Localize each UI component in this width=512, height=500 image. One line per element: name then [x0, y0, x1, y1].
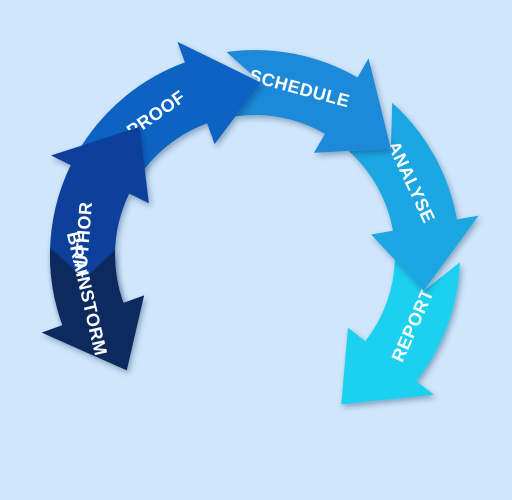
arrow-shape-brainstorm [41, 247, 145, 371]
arrow-schedule: SCHEDULE [226, 50, 391, 153]
arrow-shape-report [341, 259, 460, 405]
arrow-report: REPORT [341, 259, 460, 405]
arrow-shape-analyse [348, 102, 479, 291]
arrow-shape-proof [81, 41, 261, 181]
arrow-shape-schedule [226, 50, 391, 153]
arrow-analyse: ANALYSE [348, 102, 479, 291]
